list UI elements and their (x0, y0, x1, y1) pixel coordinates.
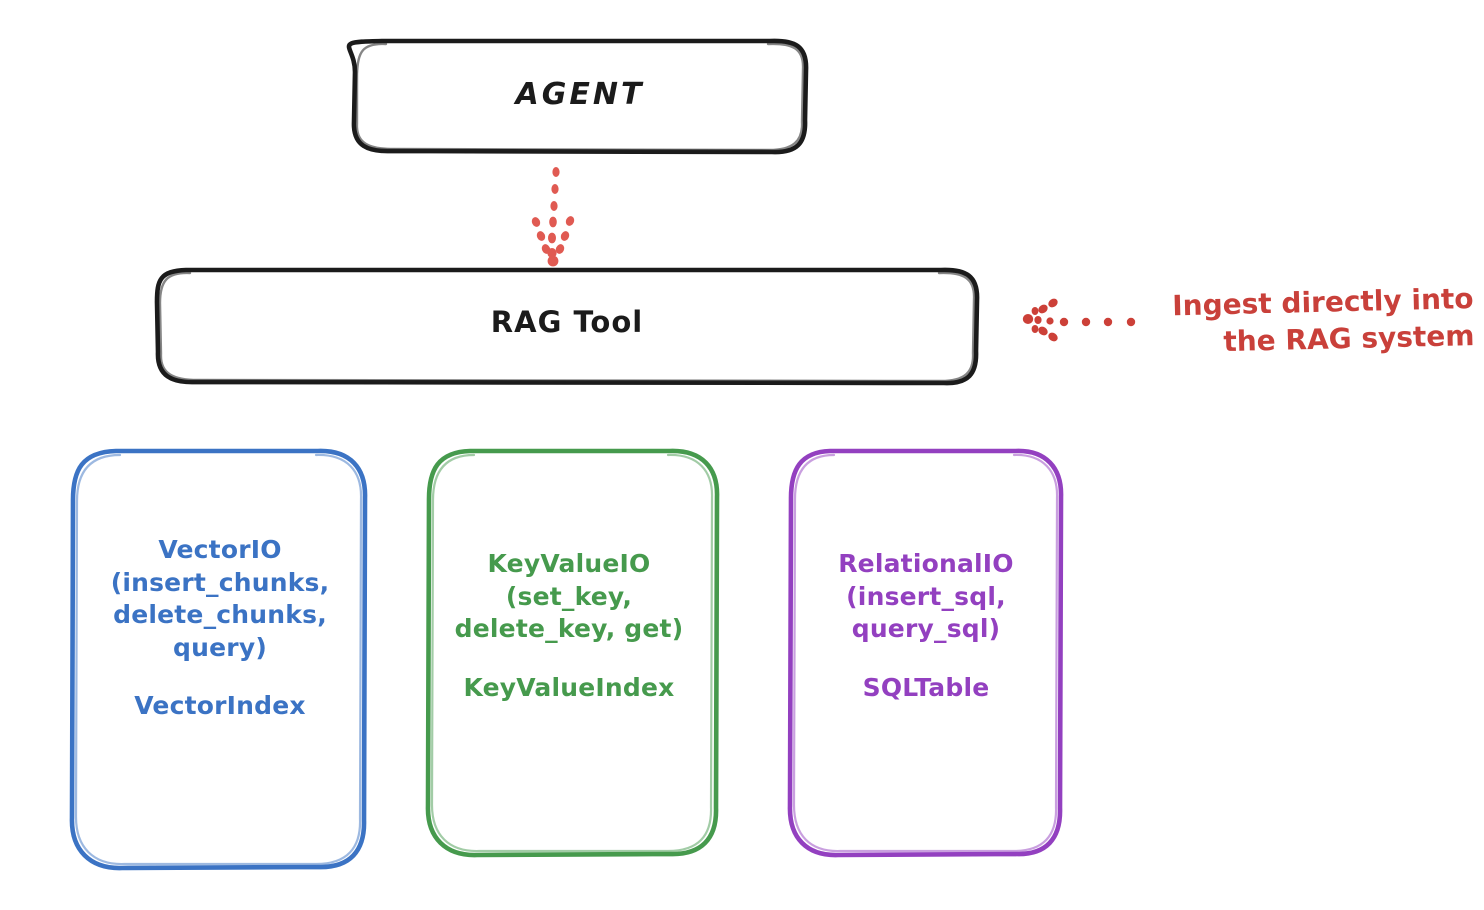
key-value-io-spacer (420, 646, 718, 672)
key-value-io-methods: KeyValueIO (set_key, delete_key, get) (454, 549, 684, 643)
rag-tool-box-outline (154, 267, 980, 386)
key-value-io-box-outline-sketch (430, 453, 714, 853)
relational-io-node[interactable] (787, 448, 1064, 858)
vector-io-methods: VectorIO (insert_chunks, delete_chunks, … (110, 535, 330, 662)
ingest-annotation-text: Ingest directly into the RAG system (1171, 282, 1475, 359)
vector-io-label-group: VectorIO (insert_chunks, delete_chunks, … (74, 534, 366, 723)
relational-io-spacer (786, 646, 1066, 672)
agent-to-rag-arrow (531, 167, 575, 267)
vector-io-box-outline (69, 448, 368, 871)
rag-tool-node[interactable] (154, 267, 980, 386)
key-value-io-index: KeyValueIndex (463, 672, 675, 702)
relational-io-table: SQLTable (862, 672, 990, 702)
vector-io-box-outline-sketch (74, 453, 363, 866)
key-value-io-label-group: KeyValueIO (set_key, delete_key, get) Ke… (420, 548, 718, 704)
agent-label: AGENT (515, 77, 645, 112)
rag-tool-box-outline-sketch (158, 271, 976, 383)
vector-io-node[interactable] (69, 448, 368, 871)
key-value-io-box-outline (425, 448, 720, 858)
vector-io-index: VectorIndex (134, 691, 306, 720)
relational-io-box-outline-sketch (792, 453, 1059, 853)
ingest-arrow (1022, 298, 1136, 342)
agent-node[interactable] (346, 38, 809, 155)
relational-io-box-outline (787, 448, 1064, 858)
agent-box-outline (346, 38, 809, 155)
rag-tool-label: RAG Tool (490, 305, 644, 339)
vector-io-spacer (74, 664, 366, 690)
relational-io-label-group: RelationalIO (insert_sql, query_sql) SQL… (786, 548, 1066, 704)
relational-io-methods: RelationalIO (insert_sql, query_sql) (838, 549, 1014, 643)
key-value-io-node[interactable] (425, 448, 720, 858)
agent-box-outline-sketch (355, 42, 805, 152)
